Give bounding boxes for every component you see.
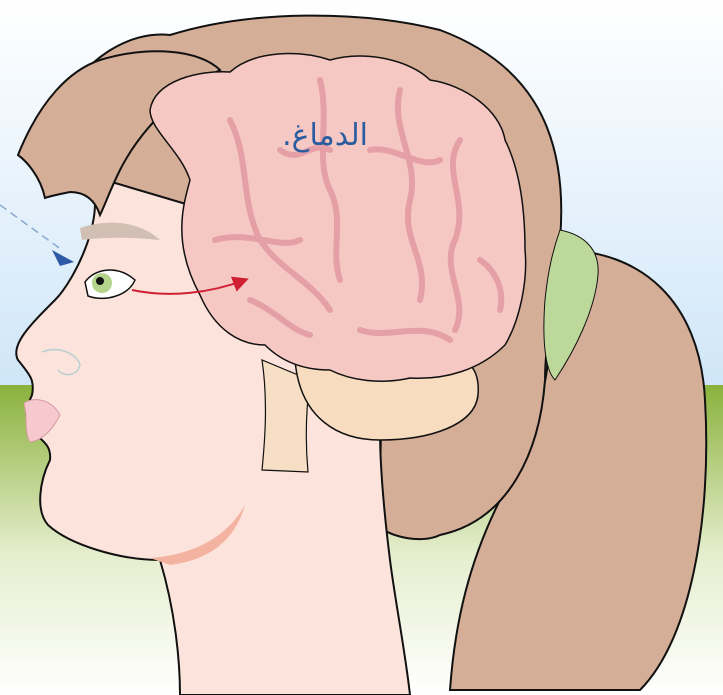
- eye-pupil: [96, 277, 104, 285]
- brain-label: الدماغ.: [250, 118, 400, 153]
